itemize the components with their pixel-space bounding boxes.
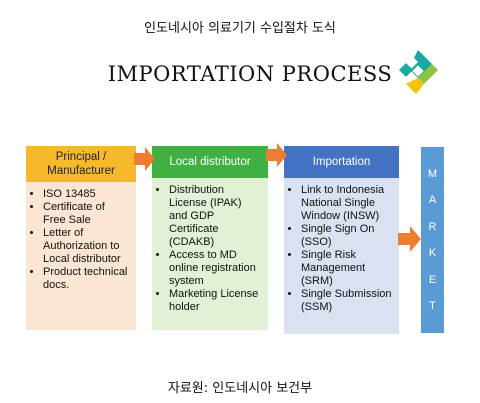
source-caption-bottom: 자료원: 인도네시아 보건부 [167, 381, 313, 396]
market-letter: K [428, 247, 437, 260]
list-item: Marketing License holder [169, 288, 262, 314]
step-local-distributor-body: Distribution License (IPAK) and GDP Cert… [152, 178, 268, 330]
list-item: Access to MD online registration system [169, 249, 262, 288]
step-local-distributor-header: Local distributor [152, 146, 268, 178]
list-item: ISO 13485 [43, 188, 130, 201]
list-item: Single Risk Management (SRM) [301, 249, 393, 288]
source-caption-top: 인도네시아 의료기기 수입절차 도식 [144, 21, 336, 36]
market-letter: M [427, 167, 438, 180]
list-item: Product technical docs. [43, 266, 130, 292]
list-item: Link to Indonesia National Single Window… [301, 184, 393, 223]
market-column: M A R K E T [421, 147, 444, 333]
arrow-right-icon [266, 143, 287, 167]
ministry-of-health-logo-icon [399, 50, 438, 94]
list-item: Certificate of Free Sale [43, 201, 130, 227]
list-item: Single Submission (SSM) [301, 288, 393, 314]
step-principal-header: Principal / Manufacturer [26, 146, 136, 182]
step-importation-header: Importation [284, 146, 399, 178]
arrow-right-icon [134, 147, 155, 171]
market-letter: R [428, 220, 437, 233]
market-letter: A [428, 194, 437, 207]
list-item: Distribution License (IPAK) and GDP Cert… [169, 184, 262, 249]
diagram-title: IMPORTATION PROCESS [107, 62, 393, 86]
market-letter: T [429, 300, 436, 313]
list-item: Single Sign On (SSO) [301, 223, 393, 249]
arrow-right-icon [398, 226, 421, 252]
step-importation-body: Link to Indonesia National Single Window… [284, 178, 399, 334]
step-principal-body: ISO 13485 Certificate of Free Sale Lette… [26, 182, 136, 330]
list-item: Letter of Authorization to Local distrib… [43, 227, 130, 266]
market-letter: E [428, 273, 437, 286]
